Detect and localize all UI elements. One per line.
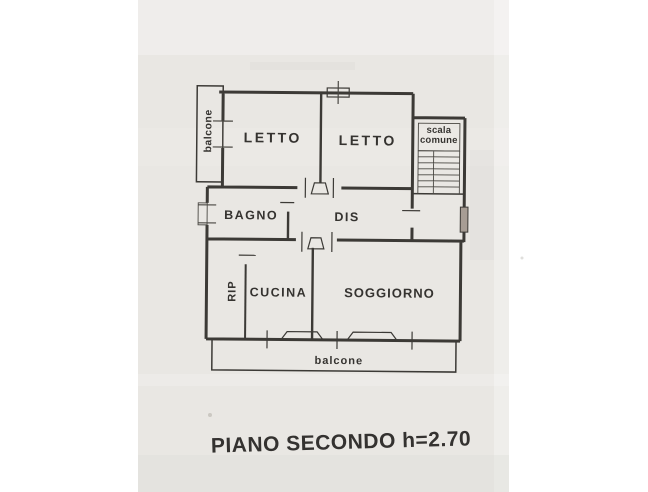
room-label-cucina: CUCINA [250, 285, 308, 300]
room-label-letto-right: LETTO [339, 132, 397, 149]
room-label-letto-left: LETTO [244, 129, 302, 146]
room-label-dis: DIS [334, 210, 359, 224]
stairwell-label-line1: scala [426, 125, 451, 136]
bedroom-door-ticks [304, 177, 335, 198]
stairwell-label-line2: comune [420, 135, 458, 146]
balcony-bottom-outline [211, 339, 457, 373]
rip-partition [244, 264, 247, 340]
exterior-walls [204, 90, 467, 343]
balcony-door-sill-left [279, 330, 325, 341]
bottom-window-ticks [266, 330, 413, 350]
room-label-soggiorno: SOGGIORNO [344, 285, 435, 301]
stairwell-door-fill [459, 206, 469, 233]
balcony-door-symbol [212, 120, 233, 148]
hall-door-sill [307, 237, 325, 250]
room-label-bagno: BAGNO [224, 208, 278, 222]
door-window-symbols [197, 81, 469, 350]
interior-walls [286, 92, 323, 340]
floor-plan: LETTO LETTO BAGNO DIS CUCINA SOGGIORNO R… [195, 81, 469, 373]
stair-treads [417, 150, 461, 195]
room-label-rip: RIP [226, 280, 238, 301]
staircase [412, 122, 465, 195]
balcony-door-sill-right [345, 331, 399, 342]
balcony-label-top: balcone [202, 109, 214, 152]
bathroom-window-ticks [198, 204, 217, 224]
balcony-label-bottom: balcone [315, 355, 364, 367]
bathroom-window-sill [197, 202, 208, 226]
room-labels: LETTO LETTO BAGNO DIS CUCINA SOGGIORNO R… [202, 109, 458, 367]
hall-door-ticks [301, 231, 333, 252]
bedroom-door-sill [310, 182, 330, 195]
scan-artifacts [138, 0, 524, 492]
